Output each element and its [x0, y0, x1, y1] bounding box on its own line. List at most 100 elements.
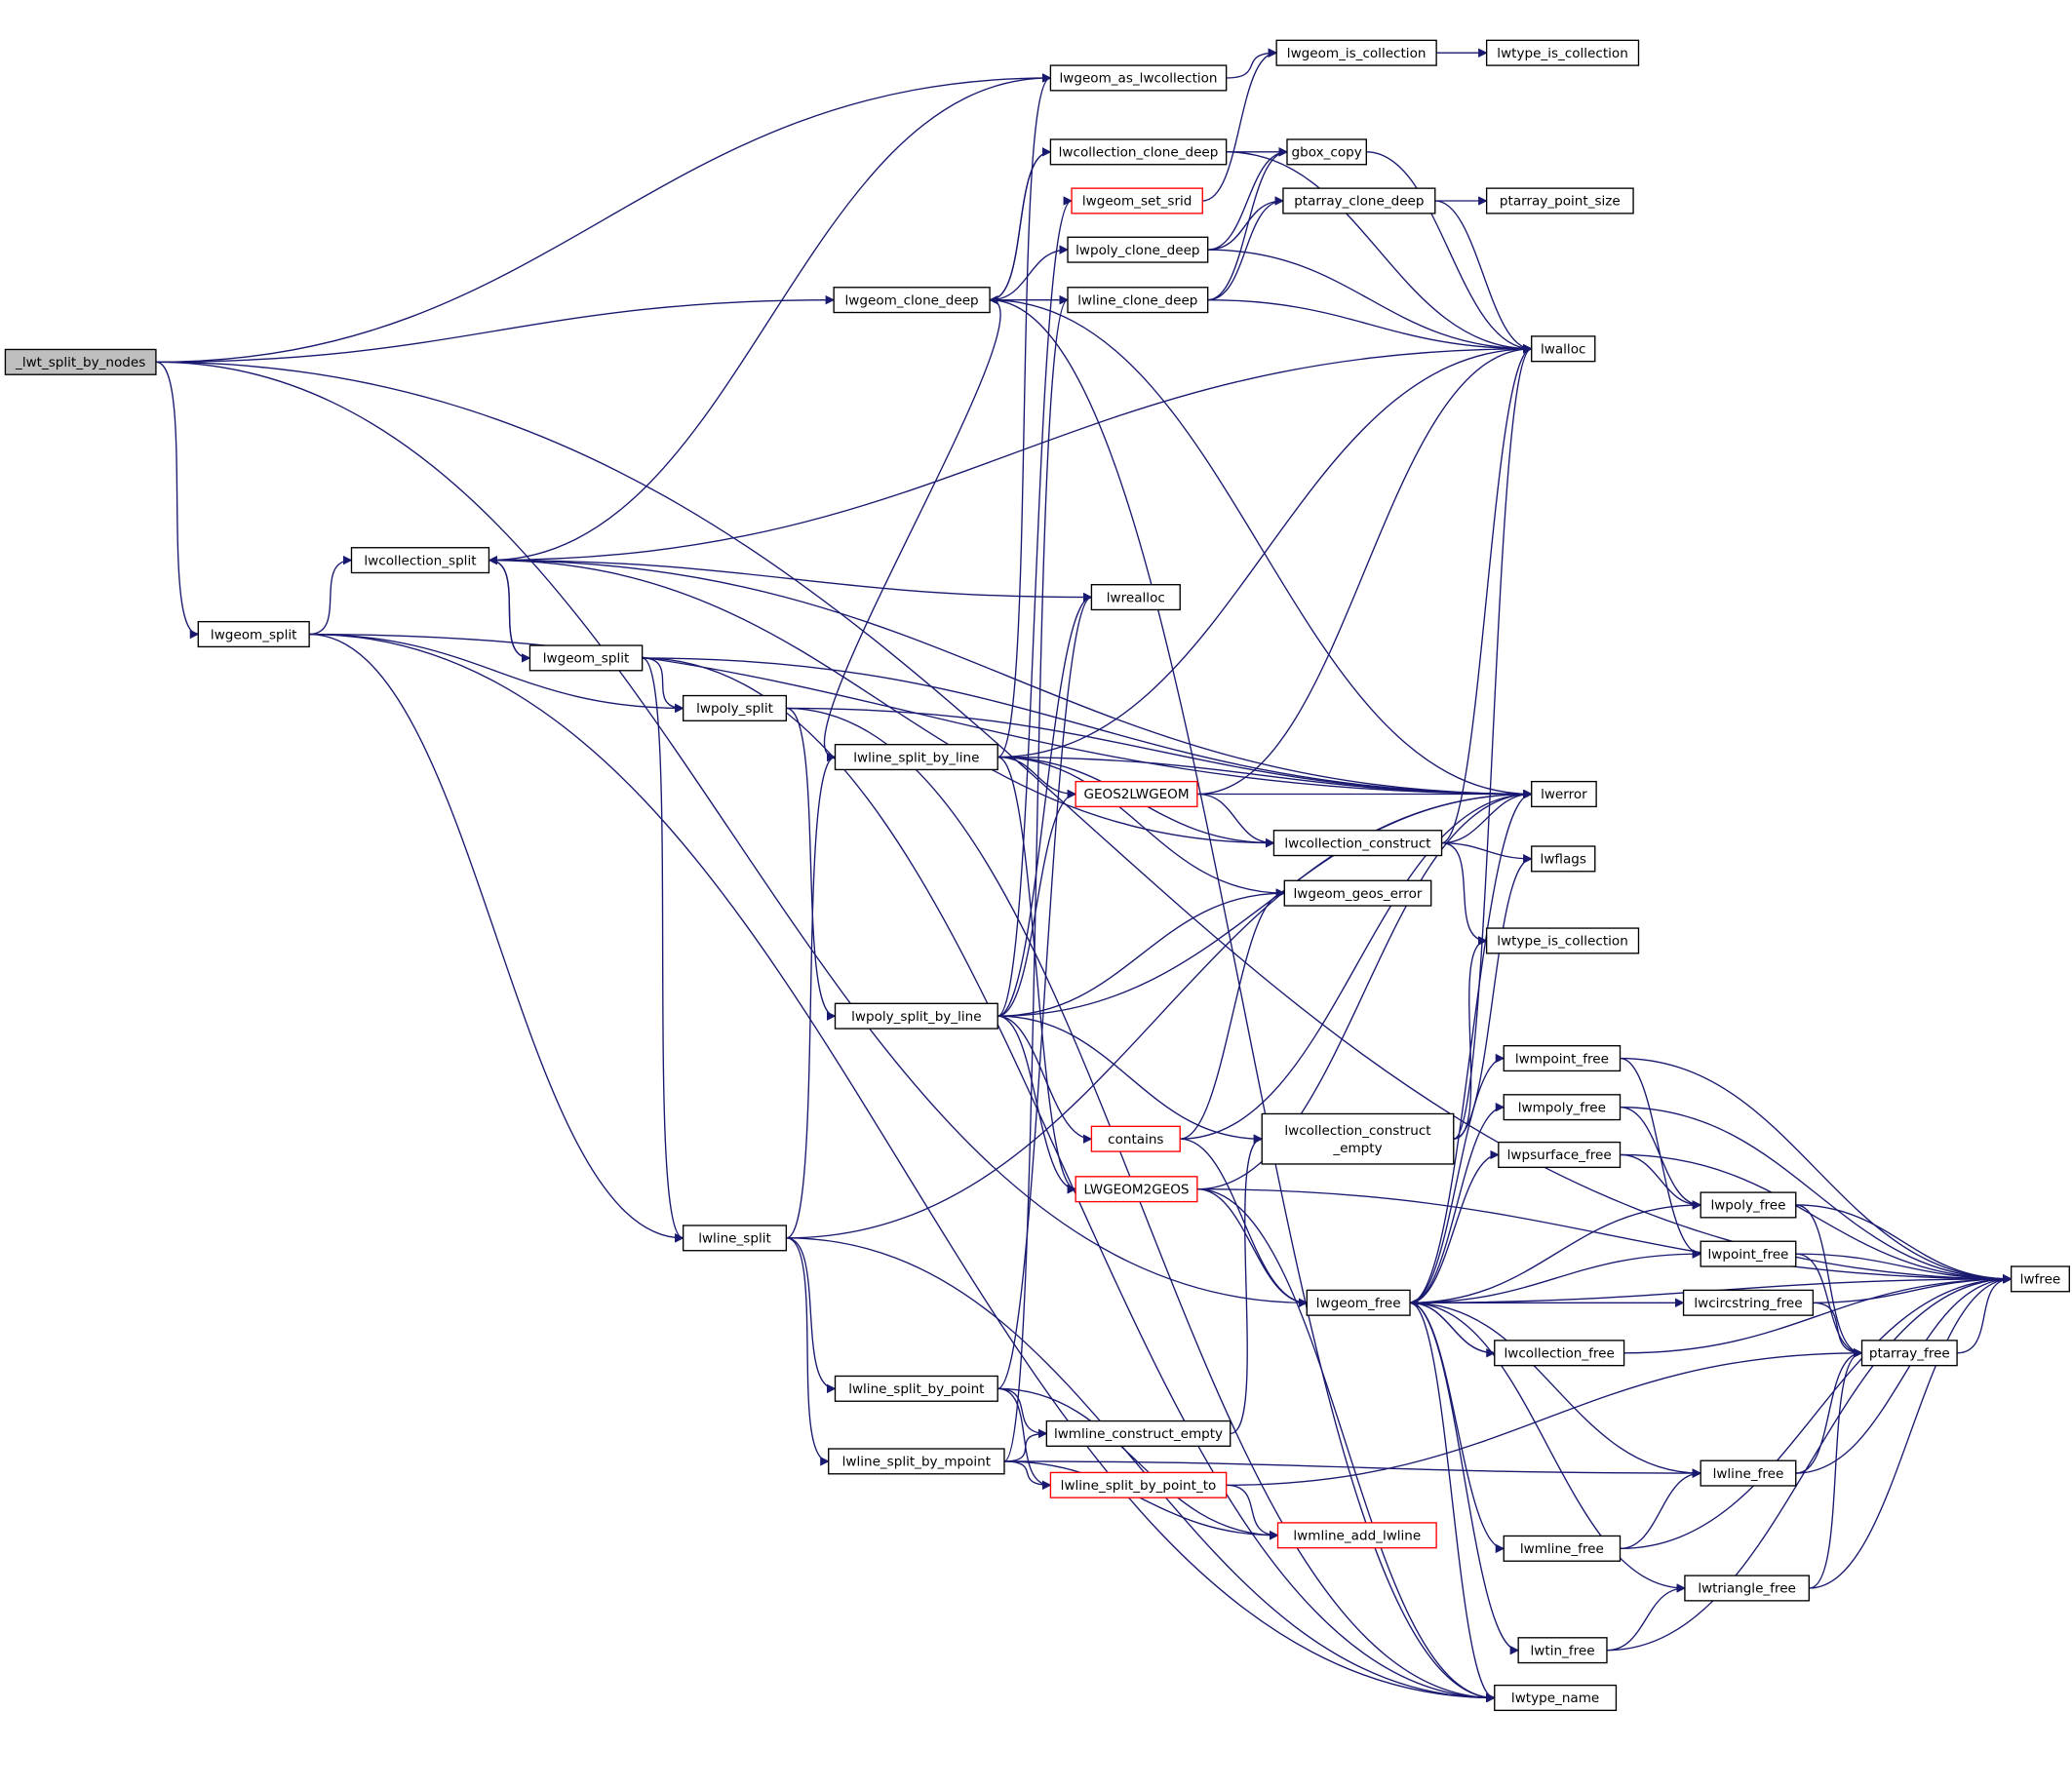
- node-pa-clone[interactable]: ptarray_clone_deep: [1282, 187, 1436, 214]
- node-coll-free[interactable]: lwcollection_free: [1494, 1340, 1625, 1367]
- node-is-coll[interactable]: lwgeom_is_collection: [1275, 39, 1437, 66]
- edge-geom_free-to-psurface_free: [1409, 1149, 1500, 1303]
- node-geom-split1[interactable]: lwgeom_split: [197, 620, 310, 648]
- node-box: [1272, 830, 1443, 857]
- node-lwrealloc[interactable]: lwrealloc: [1090, 584, 1181, 611]
- edge-geom_split2-to-line_split: [642, 657, 684, 1243]
- node-line-split[interactable]: lwline_split: [682, 1225, 788, 1252]
- edge-gbox_copy-to-lwalloc: [1366, 151, 1533, 354]
- node-box: [1503, 1044, 1622, 1072]
- node-mline-free[interactable]: lwmline_free: [1503, 1535, 1622, 1562]
- edge-line_split_line-to-geos2lw: [997, 756, 1077, 799]
- node-as-coll[interactable]: lwgeom_as_lwcollection: [1049, 64, 1228, 92]
- node-line-split-line[interactable]: lwline_split_by_line: [834, 744, 998, 771]
- node-label: lwline_split_by_point: [848, 1381, 984, 1397]
- node-label: LWGEOM2GEOS: [1083, 1182, 1189, 1197]
- node-contains[interactable]: contains: [1090, 1125, 1181, 1152]
- node-geom-clone[interactable]: lwgeom_clone_deep: [833, 287, 991, 314]
- node-set-srid[interactable]: lwgeom_set_srid: [1071, 187, 1203, 214]
- edge-geom_free-to-mline_free: [1409, 1302, 1505, 1554]
- edge-coll_construct_empty-to-lwalloc: [1453, 344, 1533, 1140]
- node-label: lwpoly_free: [1710, 1198, 1785, 1214]
- node-line-split-point[interactable]: lwline_split_by_point: [834, 1375, 998, 1402]
- edge-geos2lw-to-lwalloc: [1196, 344, 1533, 796]
- node-lw2geos[interactable]: LWGEOM2GEOS: [1075, 1176, 1198, 1203]
- edge-geom_free-to-poly_free: [1410, 1200, 1702, 1303]
- edge-psurface_free-to-poly_free: [1620, 1153, 1702, 1210]
- edge-geom_split2-to-lwerror: [642, 657, 1533, 799]
- edge-lw2geos-to-geom_free: [1196, 1188, 1309, 1307]
- node-mline-construct-empty[interactable]: lwmline_construct_empty: [1045, 1420, 1231, 1447]
- node-geom-free[interactable]: lwgeom_free: [1306, 1289, 1411, 1316]
- node-line-split-mpoint[interactable]: lwline_split_by_mpoint: [828, 1448, 1005, 1475]
- node-coll-split[interactable]: lwcollection_split: [350, 547, 490, 574]
- node-box: [1075, 1176, 1198, 1203]
- node-type-is-coll[interactable]: lwtype_is_collection: [1485, 927, 1640, 954]
- node-box: [1684, 1575, 1810, 1602]
- node-geom-split2[interactable]: lwgeom_split: [528, 644, 644, 672]
- node-box: [1494, 1684, 1618, 1712]
- edge-line_split_point_to-to-pa_free: [1226, 1348, 1863, 1486]
- node-root[interactable]: _lwt_split_by_nodes: [4, 348, 157, 375]
- node-coll-construct-empty[interactable]: lwcollection_construct_empty: [1261, 1112, 1455, 1165]
- node-pa-psize[interactable]: ptarray_point_size: [1485, 187, 1634, 214]
- node-line-free[interactable]: lwline_free: [1700, 1459, 1797, 1487]
- edge-poly_split_line-to-geos2lw: [997, 789, 1077, 1017]
- node-mpoint-free[interactable]: lwmpoint_free: [1503, 1044, 1622, 1072]
- node-label: lwpoint_free: [1708, 1247, 1789, 1263]
- node-poly-free[interactable]: lwpoly_free: [1700, 1191, 1797, 1219]
- node-poly-split-line[interactable]: lwpoly_split_by_line: [834, 1002, 998, 1030]
- node-point-free[interactable]: lwpoint_free: [1700, 1240, 1797, 1267]
- node-box: [1485, 927, 1640, 954]
- node-tin-free[interactable]: lwtin_free: [1517, 1637, 1608, 1664]
- node-line-clone[interactable]: lwline_clone_deep: [1067, 287, 1209, 314]
- node-lwalloc[interactable]: lwalloc: [1531, 335, 1596, 363]
- edge-lw2geos-to-type_name: [1196, 1188, 1496, 1703]
- node-label: lwline_split: [698, 1231, 771, 1247]
- node-lwerror[interactable]: lwerror: [1531, 780, 1597, 808]
- edge-line_split_mpoint-to-line_clone: [1003, 295, 1069, 1462]
- node-psurface-free[interactable]: lwpsurface_free: [1498, 1141, 1622, 1169]
- edge-coll_split-to-as_coll: [489, 73, 1052, 562]
- node-lwfree[interactable]: lwfree: [2010, 1265, 2070, 1293]
- node-mpoly-free[interactable]: lwmpoly_free: [1503, 1094, 1622, 1121]
- edge-mpoly_free-to-poly_free: [1620, 1107, 1702, 1210]
- node-mline-add[interactable]: lwmline_add_lwline: [1276, 1522, 1437, 1549]
- node-label: _lwt_split_by_nodes: [15, 355, 145, 370]
- node-tri-free[interactable]: lwtriangle_free: [1684, 1575, 1810, 1602]
- node-label: lwpsurface_free: [1507, 1147, 1612, 1163]
- node-gbox-copy[interactable]: gbox_copy: [1286, 138, 1367, 166]
- edge-line_split_line-to-lwerror: [997, 756, 1533, 799]
- edge-point_free-to-lwfree: [1795, 1253, 2013, 1284]
- node-box: [1275, 39, 1437, 66]
- node-box: [1498, 1141, 1622, 1169]
- edge-as_coll-to-is_coll: [1226, 48, 1278, 79]
- node-label: lwpoly_split_by_line: [851, 1009, 981, 1025]
- edge-line_split_point-to-lwrealloc: [997, 592, 1093, 1390]
- node-box: [1682, 1289, 1815, 1316]
- edge-line_split_line-to-geos_error: [997, 756, 1286, 898]
- edge-geom_split1-to-lwerror: [309, 633, 1533, 799]
- node-label: lwmline_free: [1520, 1541, 1604, 1557]
- edge-line_split-to-line_split_point: [786, 1237, 837, 1394]
- node-coll-construct[interactable]: lwcollection_construct: [1272, 830, 1443, 857]
- edge-set_srid-to-is_coll: [1202, 48, 1278, 202]
- node-type-name[interactable]: lwtype_name: [1494, 1684, 1618, 1712]
- node-coll-clone[interactable]: lwcollection_clone_deep: [1049, 138, 1228, 166]
- node-geos-error[interactable]: lwgeom_geos_error: [1283, 879, 1432, 907]
- node-type-is-coll-top[interactable]: lwtype_is_collection: [1485, 39, 1640, 66]
- node-pa-free[interactable]: ptarray_free: [1860, 1340, 1958, 1367]
- node-line-split-point-to[interactable]: lwline_split_by_point_to: [1049, 1471, 1228, 1498]
- edge-mpoly_free-to-lwfree: [1620, 1107, 2013, 1284]
- edge-geom_free-to-mpoly_free: [1409, 1102, 1505, 1303]
- node-label: ptarray_clone_deep: [1294, 194, 1424, 210]
- node-poly-split[interactable]: lwpoly_split: [682, 694, 788, 721]
- edge-circ_free-to-pa_free: [1813, 1302, 1863, 1358]
- node-lwflags[interactable]: lwflags: [1531, 845, 1596, 873]
- node-label: contains: [1108, 1132, 1163, 1147]
- node-geos2lw[interactable]: GEOS2LWGEOM: [1075, 780, 1198, 808]
- node-circ-free[interactable]: lwcircstring_free: [1682, 1289, 1815, 1316]
- edge-mpoint_free-to-lwfree: [1620, 1057, 2013, 1284]
- node-poly-clone[interactable]: lwpoly_clone_deep: [1067, 236, 1209, 263]
- edge-line_split_line-to-as_coll: [997, 73, 1052, 758]
